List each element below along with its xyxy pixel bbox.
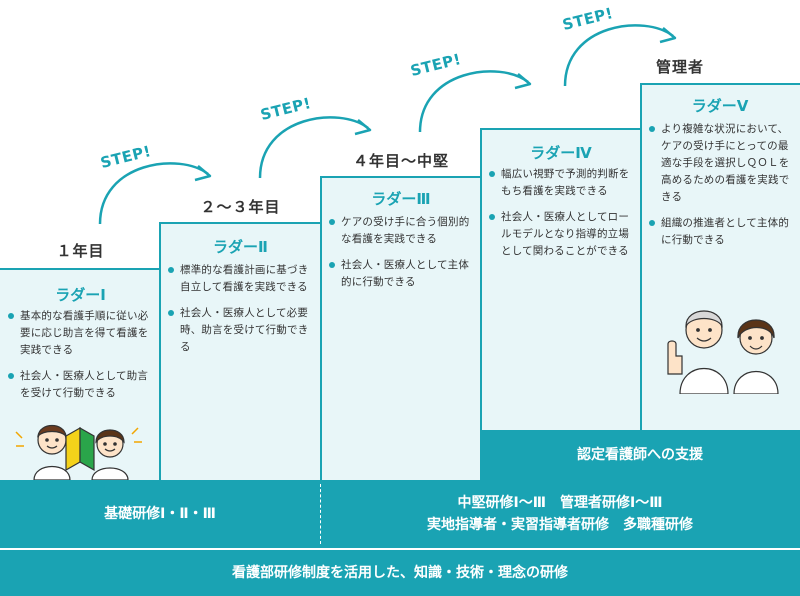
ladder-2-content: ラダーⅡ 標準的な看護計画に基づき自立して看護を実践できる 社会人・医療人として… [159,222,322,480]
bullet-list: ケアの受け手に合う個別的な看護を実践できる 社会人・医療人として主体的に行動でき… [329,214,477,300]
basic-training-label: 基礎研修Ⅰ・Ⅱ・Ⅲ [104,506,216,522]
training-band: 基礎研修Ⅰ・Ⅱ・Ⅲ 中堅研修Ⅰ～Ⅲ 管理者研修Ⅰ～Ⅲ 実地指導者・実習指導者研修… [0,480,800,548]
step-arrow-icon [418,70,532,133]
nurses-manager-illustration [667,310,779,394]
ladder-title: ラダーⅣ [530,144,592,162]
bullet-item: 幅広い視野で予測的判断をもち看護を実践できる [489,166,637,200]
bullet-dot [329,262,335,268]
certified-nurse-support-band: 認定看護師への支援 [480,430,800,480]
ladder-5-box [640,83,800,430]
bullet-list: 幅広い視野で予測的判断をもち看護を実践できる 社会人・医療人としてロールモデルと… [489,166,637,269]
ladder-2-box [159,222,322,480]
year-label-3: ４年目～中堅 [352,152,449,170]
advanced-training-label: 中堅研修Ⅰ～Ⅲ 管理者研修Ⅰ～Ⅲ 実地指導者・実習指導者研修 多職種研修 [427,495,693,533]
step-arrow-icon [258,116,372,179]
year-label-1: １年目 [56,242,105,260]
band-separator [0,548,800,550]
step-arrow-icon [563,24,677,87]
ladder-1-content: ラダーⅠ 基本的な看護手順に従い必要に応じ助言を得て看護を実践できる 社会人・医… [0,268,161,480]
bullet-item: 社会人・医療人として助言を受けて行動できる [8,368,156,402]
bullet-dot [489,214,495,220]
bullet-dot [649,220,655,226]
bullet-item: 組織の推進者として主体的に行動できる [649,215,795,249]
bullet-dot [168,310,174,316]
band-divider [320,484,321,544]
ladder-title: ラダーⅤ [691,97,749,115]
bullet-list: 標準的な看護計画に基づき自立して看護を実践できる 社会人・医療人として必要時、助… [168,262,316,365]
ladder-title: ラダーⅢ [371,190,431,208]
year-label-2: ２～３年目 [200,198,281,216]
bullet-dot [489,171,495,177]
bullet-item: 社会人・医療人として主体的に行動できる [329,257,477,291]
ladder-4-content: ラダーⅣ 幅広い視野で予測的判断をもち看護を実践できる 社会人・医療人としてロー… [480,128,642,430]
year-label-5: 管理者 [655,58,704,76]
bullet-dot [168,267,174,273]
bullet-item: 基本的な看護手順に従い必要に応じ助言を得て看護を実践できる [8,308,156,359]
footer-band: 看護部研修制度を活用した、知識・技術・理念の研修 [0,550,800,596]
bullet-item: 標準的な看護計画に基づき自立して看護を実践できる [168,262,316,296]
ladder-title: ラダーⅡ [213,238,268,256]
ladder-4-box [480,128,642,430]
ladder-3-content: ラダーⅢ ケアの受け手に合う個別的な看護を実践できる 社会人・医療人として主体的… [320,176,482,480]
bullet-item: より複雑な状況において、ケアの受け手にとっての最適な手段を選択しＱＯＬを高めるた… [649,121,795,206]
bullet-item: 社会人・医療人としてロールモデルとなり指導的立場として関わることができる [489,209,637,260]
nurses-beginner-illustration [15,424,142,480]
bullet-dot [8,313,14,319]
bullet-list: より複雑な状況において、ケアの受け手にとっての最適な手段を選択しＱＯＬを高めるた… [649,121,795,258]
ladder-5-content: ラダーⅤ より複雑な状況において、ケアの受け手にとっての最適な手段を選択しＱＯＬ… [640,83,800,430]
bullet-dot [8,373,14,379]
bullet-list: 基本的な看護手順に従い必要に応じ助言を得て看護を実践できる 社会人・医療人として… [8,308,156,411]
bullet-item: ケアの受け手に合う個別的な看護を実践できる [329,214,477,248]
bullet-item: 社会人・医療人として必要時、助言を受けて行動できる [168,305,316,356]
bullet-dot [649,126,655,132]
bullet-dot [329,219,335,225]
step-arrow-icon [98,162,212,225]
ladder-title: ラダーⅠ [55,286,106,304]
